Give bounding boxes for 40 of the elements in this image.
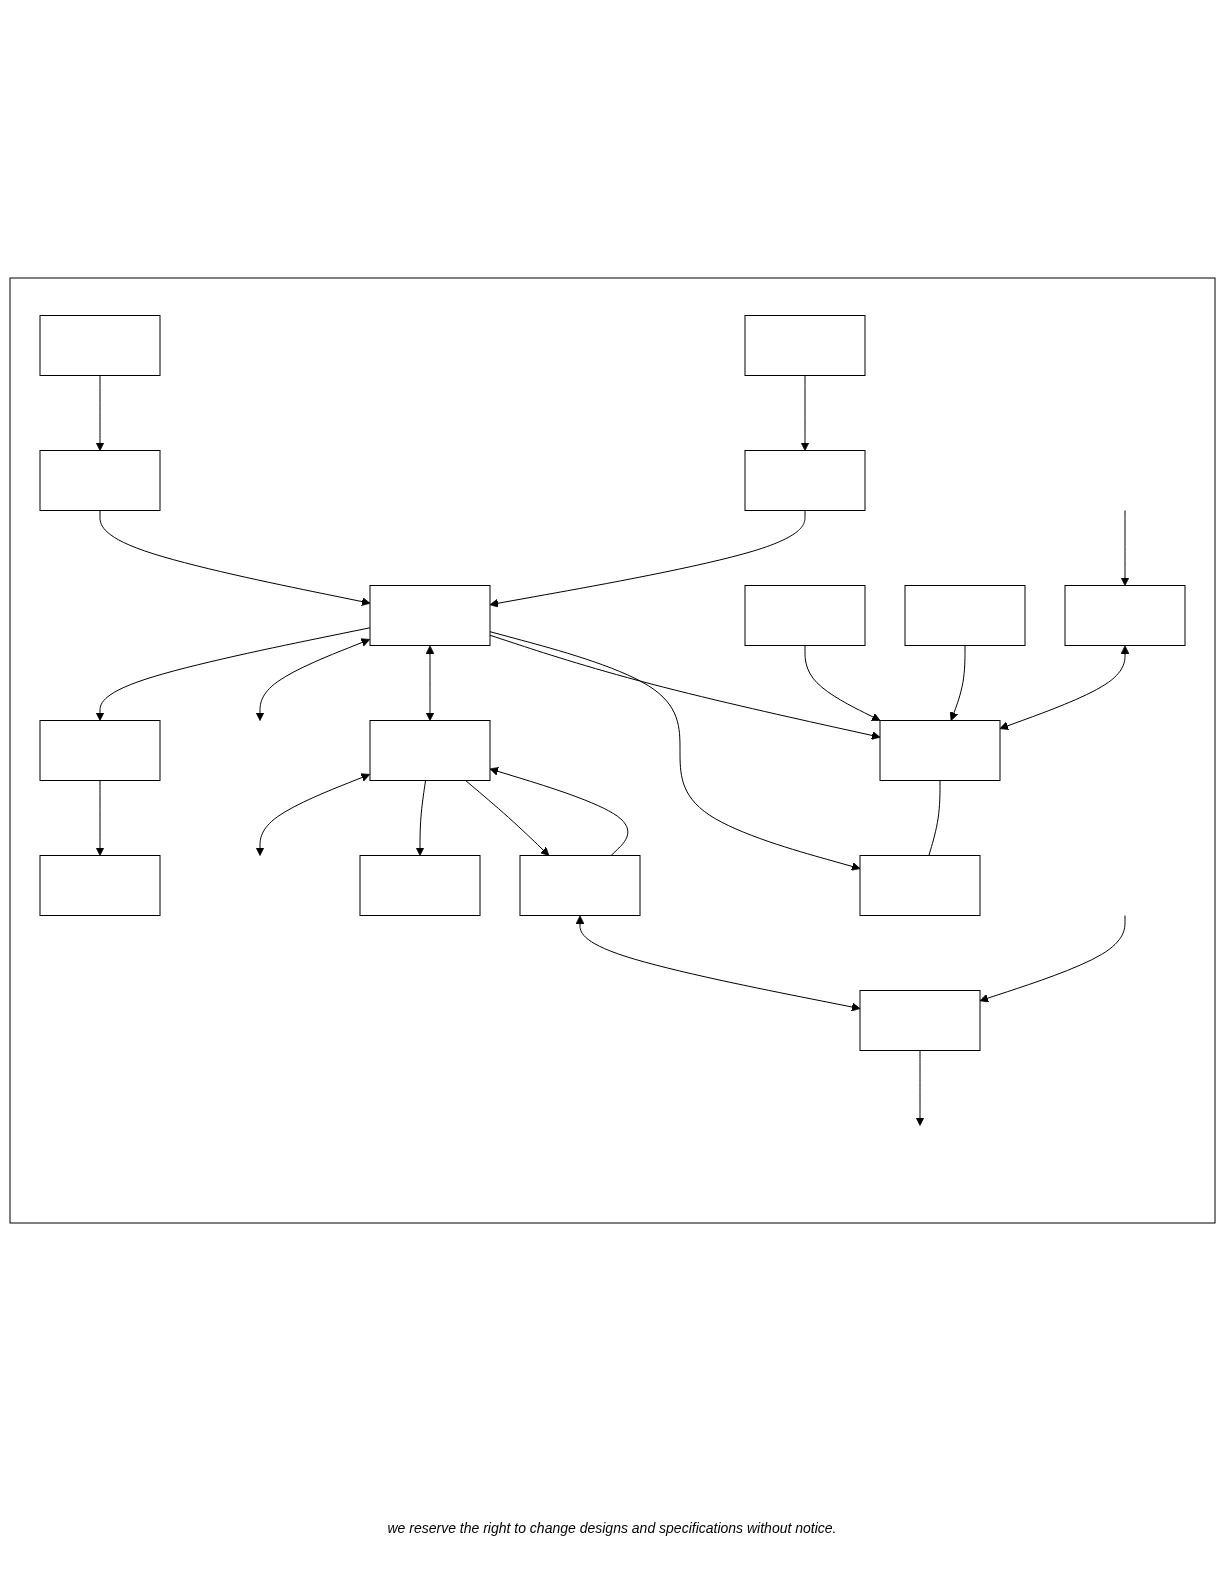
arrow [489, 509, 805, 608]
arrow [255, 637, 370, 721]
node-box [369, 719, 490, 781]
node-box [744, 584, 865, 646]
arrow [804, 644, 880, 721]
arrow [99, 509, 370, 606]
arrow [425, 645, 434, 721]
arrow [255, 772, 370, 856]
arrow [464, 779, 549, 856]
arrow [915, 1049, 924, 1126]
cluster [9, 277, 1215, 1223]
node-box [519, 854, 640, 916]
arrow [489, 766, 628, 856]
node-box [744, 449, 865, 511]
arrow [95, 779, 104, 856]
connector [927, 779, 940, 856]
arrow [489, 630, 860, 871]
node-box [369, 584, 490, 646]
node-box [39, 854, 160, 916]
arrow [949, 644, 965, 721]
node-box [39, 314, 160, 376]
footer-note: we reserve the right to change designs and specifications without notice. [386, 1520, 838, 1536]
node-box [859, 854, 980, 916]
node-box [359, 854, 480, 916]
node-box [904, 584, 1025, 646]
node-box [879, 719, 1000, 781]
node-box [1064, 584, 1185, 646]
node-box [744, 314, 865, 376]
arrow [999, 645, 1129, 730]
arrow [95, 374, 104, 451]
arrow [800, 374, 809, 451]
node-box [859, 989, 980, 1051]
arrow [1120, 509, 1129, 586]
arrow [415, 779, 426, 856]
arrow [489, 634, 880, 740]
node-box [39, 719, 160, 781]
arrow [575, 915, 860, 1011]
arrow [95, 626, 370, 721]
arrow [979, 914, 1125, 1002]
node-box [39, 449, 160, 511]
